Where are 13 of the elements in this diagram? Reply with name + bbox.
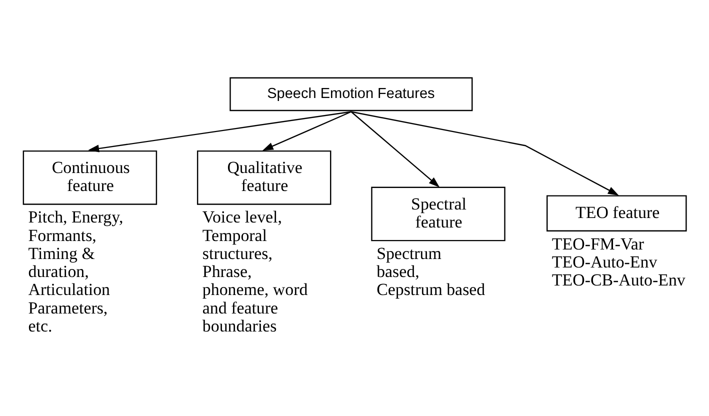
node-box: TEO feature xyxy=(546,194,687,231)
node-label: Spectrum based, Cepstrum based xyxy=(376,243,486,299)
node-label: Pitch, Energy, Formants, Timing & duration, Articulation Parameters, etc. xyxy=(28,207,124,335)
node-box: Spectral feature xyxy=(371,186,506,241)
arrow xyxy=(350,110,440,187)
node-box: Speech Emotion Features xyxy=(230,76,473,111)
node-label: Voice level, Temporal structures, Phrase, phoneme, word and feature boundaries xyxy=(202,207,308,335)
arrow xyxy=(262,110,352,150)
node-box: Continuous feature xyxy=(22,150,158,204)
node-box: Qualitative feature xyxy=(196,150,332,204)
node-label: TEO-FM-Var TEO-Auto-Env TEO-CB-Auto-Env xyxy=(552,234,686,290)
arrow xyxy=(88,110,352,152)
arrow xyxy=(351,110,619,195)
